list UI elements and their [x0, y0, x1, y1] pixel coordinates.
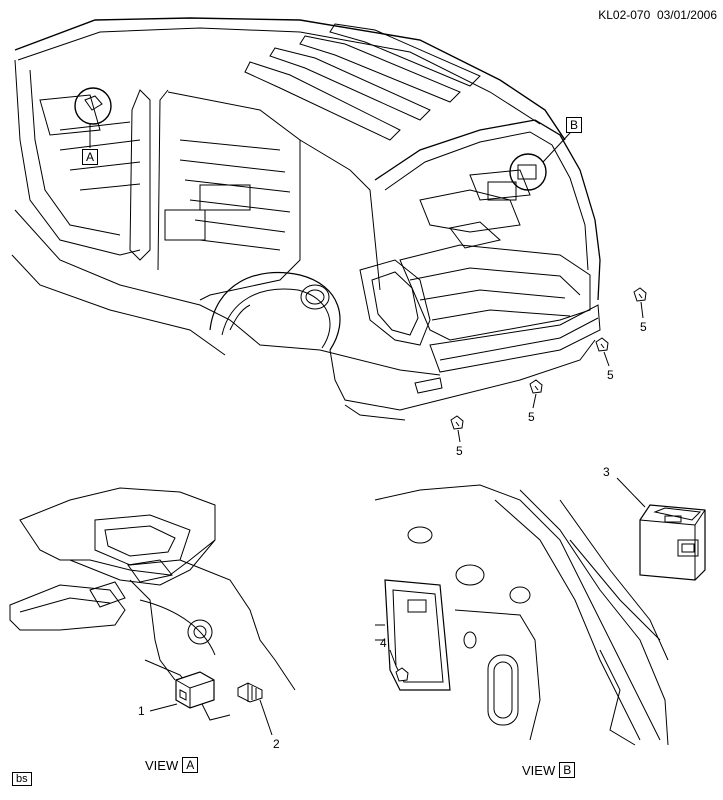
callout-circle-a [75, 88, 111, 148]
item-label-3: 3 [603, 465, 610, 479]
fastener-5-center [530, 380, 542, 408]
view-a-letter: A [182, 757, 199, 773]
module-item-3 [617, 478, 705, 580]
fastener-5-right [596, 338, 609, 366]
corner-tag: bs [12, 772, 32, 786]
view-a-prefix: VIEW [145, 757, 179, 773]
item-label-5-right: 5 [607, 368, 614, 382]
view-b-prefix: VIEW [522, 762, 556, 778]
view-b-letter: B [559, 762, 576, 778]
drawing-reference-header: KL02-070 03/01/2006 [598, 8, 717, 22]
callout-label-a: A [82, 149, 99, 165]
fastener-group-5 [451, 288, 646, 442]
bolt-item-2 [238, 683, 272, 735]
vehicle-body-illustration [12, 18, 600, 420]
view-b-caption: VIEW B [522, 762, 576, 778]
view-a-detail [10, 488, 295, 735]
document-id: KL02-070 [598, 8, 651, 22]
view-a-caption: VIEW A [145, 757, 199, 773]
callout-label-b: B [566, 117, 583, 133]
item-label-2: 2 [273, 737, 280, 751]
item-label-4: 4 [380, 636, 387, 650]
item-label-5-left: 5 [456, 444, 463, 458]
item-label-5-center: 5 [528, 410, 535, 424]
impact-sensor-item-1 [176, 672, 214, 708]
fastener-item-4 [390, 650, 408, 681]
item-label-5-upper-right: 5 [640, 320, 647, 334]
callout-circle-b [510, 133, 570, 190]
fastener-5-upper-right [634, 288, 646, 318]
fastener-5-left [451, 416, 463, 442]
document-date: 03/01/2006 [656, 8, 717, 22]
view-b-detail [375, 478, 705, 745]
item-label-1: 1 [138, 704, 145, 718]
